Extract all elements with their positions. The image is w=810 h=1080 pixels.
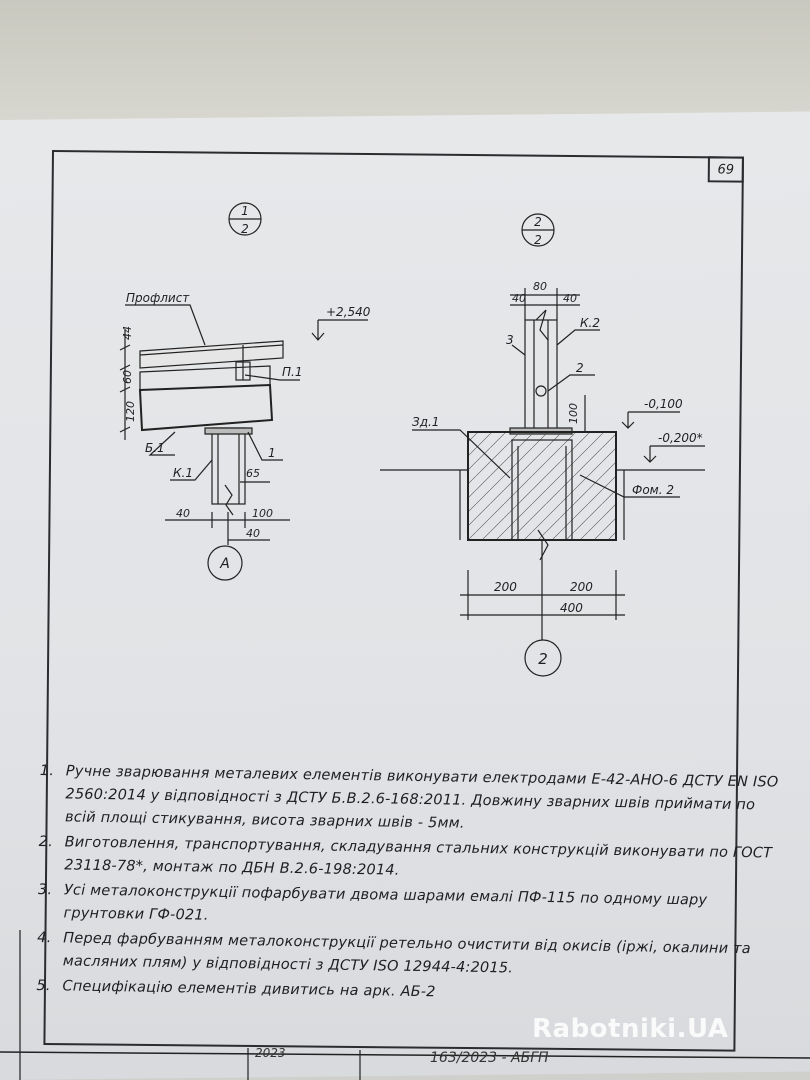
dim-40-r: 40 <box>563 292 577 305</box>
dim-400: 400 <box>560 601 583 615</box>
watermark: Rabotniki.UA <box>532 1014 729 1044</box>
note-item: 1.Ручне зварювання металевих елементів в… <box>39 762 779 832</box>
detail-2-marker-top: 2 <box>534 215 542 229</box>
dim-40-left: 40 <box>176 507 190 520</box>
elevation-1: -0,100 <box>644 397 683 411</box>
label-profile-sheet: Профлист <box>126 291 190 305</box>
detail-1 <box>119 202 368 581</box>
label-3: 3 <box>506 333 514 347</box>
detail-2 <box>380 213 705 677</box>
axis-a-marker <box>207 545 243 581</box>
general-notes: 1.Ручне зварювання металевих елементів в… <box>36 760 780 1012</box>
dim-80: 80 <box>533 280 547 293</box>
dim-40-l: 40 <box>512 292 526 305</box>
detail-2-marker-bottom: 2 <box>534 233 542 247</box>
dim-200-l: 200 <box>494 580 517 594</box>
axis-2-label: 2 <box>538 650 548 668</box>
label-2: 2 <box>576 361 584 375</box>
label-fom2: Фом. 2 <box>632 483 674 497</box>
dim-40-bottom: 40 <box>246 527 260 540</box>
dim-100-d2: 100 <box>567 403 580 424</box>
title-block-year: 2023 <box>255 1046 286 1060</box>
detail-1-marker-bottom: 2 <box>241 222 249 236</box>
label-k1: К.1 <box>173 466 193 480</box>
label-1: 1 <box>268 446 276 460</box>
dim-60: 60 <box>121 370 134 384</box>
dim-44: 44 <box>121 326 134 340</box>
axis-2-marker <box>524 639 562 677</box>
label-b1: Б.1 <box>145 441 165 455</box>
label-p1: П.1 <box>282 365 302 379</box>
axis-a-label: А <box>219 556 230 572</box>
dim-120: 120 <box>124 401 137 422</box>
dim-100: 100 <box>252 507 273 520</box>
elevation-2: -0,200* <box>658 431 703 445</box>
elevation-top: +2,540 <box>326 305 371 319</box>
dim-200-r: 200 <box>570 580 593 594</box>
label-zd1: Зд.1 <box>412 415 439 429</box>
title-block-code: 163/2023 - АБГП <box>430 1050 549 1066</box>
dim-65: 65 <box>246 467 260 480</box>
label-k2: К.2 <box>580 316 600 330</box>
detail-1-marker-top: 1 <box>241 204 249 218</box>
